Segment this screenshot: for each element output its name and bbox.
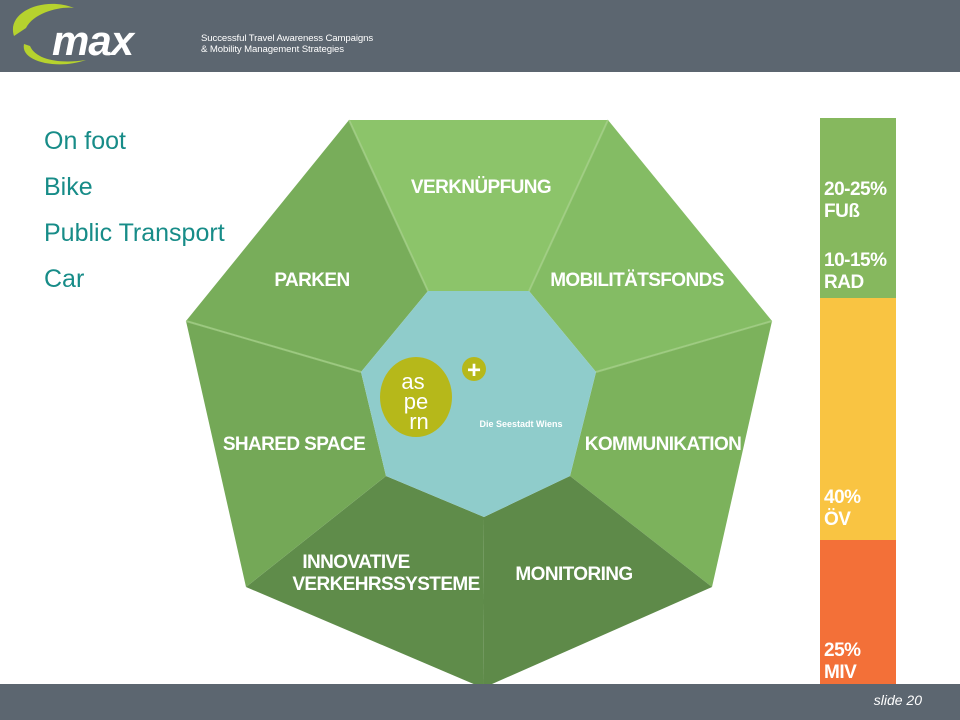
split-car-mode: MIV (824, 662, 857, 683)
aspern-line1: as (401, 369, 424, 394)
split-bike-percent: 10-15% (824, 250, 887, 271)
footer-bar: slide 20 (0, 684, 960, 720)
label-shared-space: SHARED SPACE (223, 434, 365, 455)
split-bike-mode: RAD (824, 272, 864, 293)
split-foot-percent: 20-25% (824, 179, 887, 200)
tagline-line1: Successful Travel Awareness Campaigns (201, 33, 374, 44)
aspern-line3: rn (409, 409, 429, 434)
modal-split-bar: 20-25% FUß 10-15% RAD 40% ÖV 25% MIV (820, 118, 896, 684)
modal-split-green-segment (820, 118, 896, 298)
segment-shared-space (186, 321, 386, 587)
center-heptagon (361, 291, 596, 517)
tagline-line2: & Mobility Management Strategies (201, 44, 344, 55)
aspern-logo-blob (380, 357, 452, 437)
split-pt-mode: ÖV (824, 509, 851, 530)
mode-bike: Bike (44, 173, 93, 201)
segment-kommunikation (570, 321, 772, 587)
segment-monitoring (483, 476, 712, 688)
mode-public-transport: Public Transport (44, 219, 225, 247)
mode-on-foot: On foot (44, 127, 126, 155)
segment-verknuepfung (349, 120, 608, 291)
max-logo: max (12, 3, 137, 65)
label-mobilitaetsfonds: MOBILITÄTSFONDS (550, 270, 724, 291)
label-innovative: INNOVATIVE (302, 552, 409, 573)
segment-innovative (246, 476, 484, 688)
split-car-percent: 25% (824, 640, 861, 661)
svg-text:max: max (52, 17, 136, 64)
plus-badge (462, 357, 486, 381)
aspern-line2: pe (404, 389, 428, 414)
modal-split-orange-segment (820, 540, 896, 684)
plus-sign: + (467, 357, 481, 384)
split-foot-mode: FUß (824, 201, 860, 222)
label-kommunikation: KOMMUNIKATION (585, 434, 742, 455)
center-subtitle: Die Seestadt Wiens (480, 419, 563, 429)
label-parken: PARKEN (274, 270, 349, 291)
mode-car: Car (44, 265, 85, 293)
header-bar: max Successful Travel Awareness Campaign… (0, 0, 960, 72)
label-verknuepfung: VERKNÜPFUNG (411, 177, 551, 198)
label-monitoring: MONITORING (515, 564, 632, 585)
modal-split-yellow-segment (820, 298, 896, 540)
segment-mobilitaetsfonds (529, 120, 772, 372)
travel-modes-list: On foot Bike Public Transport Car (44, 118, 225, 302)
split-pt-percent: 40% (824, 487, 861, 508)
slide-number: slide 20 (873, 692, 922, 708)
label-verkehrssysteme: VERKEHRSSYSTEME (292, 574, 479, 595)
segment-parken (186, 120, 428, 372)
header-tagline: Successful Travel Awareness Campaigns & … (201, 33, 373, 55)
